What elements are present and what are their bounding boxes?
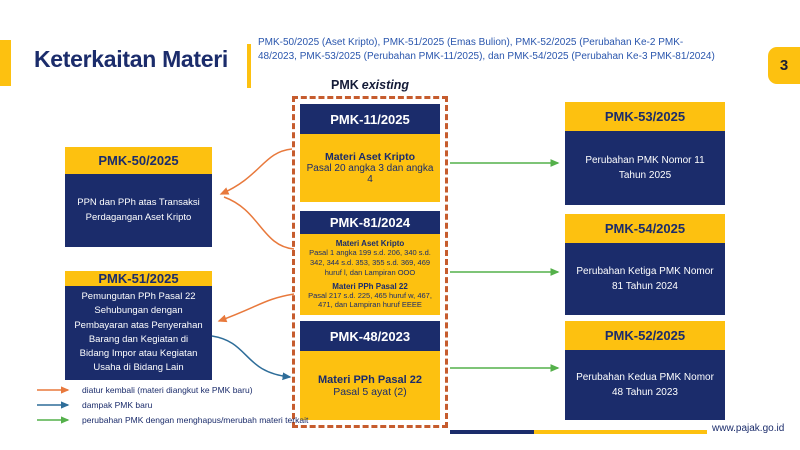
materi-heading: Materi PPh Pasal 22 [332, 281, 408, 291]
materi-heading: Materi Aset Kripto [324, 151, 416, 163]
box-pmk-50-2025: PMK-50/2025 PPN dan PPh atas Transaksi P… [65, 147, 212, 247]
pmk-box-header: PMK-53/2025 [565, 102, 725, 131]
legend-label: dampak PMK baru [82, 400, 153, 410]
materi-heading: Materi PPh Pasal 22 [318, 373, 422, 386]
materi-heading: Materi Aset Kripto [335, 239, 405, 249]
website-link[interactable]: www.pajak.go.id [712, 423, 785, 434]
orange-arrow-pmk81-to-pmk50 [223, 196, 295, 250]
pmk-box-body: Perubahan Kedua PMK Nomor 48 Tahun 2023 [565, 350, 725, 420]
pmk-box-header: PMK-48/2023 [300, 321, 440, 351]
materi-detail: Pasal 20 angka 3 dan angka 4 [306, 163, 434, 185]
title-divider [247, 44, 251, 88]
blue-arrow-icon [37, 401, 70, 409]
orange-arrow-pmk81-to-pmk51 [217, 293, 295, 323]
pmk-box-header: PMK-54/2025 [565, 214, 725, 243]
materi-section: Materi PPh Pasal 22 Pasal 5 ayat (2) [318, 374, 422, 398]
pmk-box-header: PMK-50/2025 [65, 147, 212, 174]
page-title: Keterkaitan Materi [34, 46, 229, 72]
pmk-box-body: PPN dan PPh atas Transaksi Perdagangan A… [65, 174, 212, 247]
existing-label-prefix: PMK [330, 78, 359, 92]
legend: diatur kembali (materi diangkut ke PMK b… [36, 385, 308, 425]
legend-label: diatur kembali (materi diangkut ke PMK b… [82, 385, 253, 395]
footer-line-navy [450, 430, 534, 434]
materi-detail: Pasal 1 angka 199 s.d. 206, 340 s.d. 342… [309, 248, 431, 277]
materi-section: Materi PPh Pasal 22 Pasal 217 s.d. 225, … [305, 282, 435, 311]
pmk-box-body: Materi PPh Pasal 22 Pasal 5 ayat (2) [300, 351, 440, 420]
orange-arrow-pmk11-to-pmk50 [219, 148, 293, 195]
pmk-box-body: Materi Aset Kripto Pasal 20 angka 3 dan … [300, 134, 440, 202]
materi-section: Materi Aset Kripto Pasal 20 angka 3 dan … [305, 151, 435, 185]
box-pmk-11-2025: PMK-11/2025 Materi Aset Kripto Pasal 20 … [300, 104, 440, 202]
left-accent-bar [0, 40, 11, 86]
legend-label: perubahan PMK dengan menghapus/merubah m… [82, 415, 309, 425]
materi-section: Materi Aset Kripto Pasal 1 angka 199 s.d… [305, 239, 435, 277]
materi-detail: Pasal 5 ayat (2) [333, 385, 407, 398]
page-number: 3 [779, 57, 789, 74]
pmk-box-header: PMK-81/2024 [300, 211, 440, 235]
legend-item-perubahan: perubahan PMK dengan menghapus/merubah m… [36, 415, 308, 425]
legend-item-diatur-kembali: diatur kembali (materi diangkut ke PMK b… [36, 385, 308, 395]
footer-line-yellow [534, 430, 707, 434]
green-arrow-icon [37, 416, 70, 424]
pmk-box-header: PMK-51/2025 [65, 271, 212, 286]
box-pmk-48-2023: PMK-48/2023 Materi PPh Pasal 22 Pasal 5 … [300, 321, 440, 420]
pmk-box-header: PMK-11/2025 [300, 104, 440, 134]
pmk-box-header: PMK-52/2025 [565, 321, 725, 350]
pmk-existing-dashed-group [292, 96, 448, 428]
orange-arrow-icon [37, 386, 70, 394]
legend-item-dampak: dampak PMK baru [36, 400, 308, 410]
pmk-box-body: Materi Aset Kripto Pasal 1 angka 199 s.d… [300, 234, 440, 315]
box-pmk-51-2025: PMK-51/2025 Pemungutan PPh Pasal 22 Sehu… [65, 271, 212, 380]
blue-arrow-pmk51-to-pmk48 [211, 335, 292, 381]
box-pmk-52-2025: PMK-52/2025 Perubahan Kedua PMK Nomor 48… [565, 321, 725, 420]
materi-detail: Pasal 217 s.d. 225, 465 huruf w, 467, 47… [308, 290, 432, 310]
box-pmk-53-2025: PMK-53/2025 Perubahan PMK Nomor 11 Tahun… [565, 102, 725, 205]
pmk-box-body: Perubahan Ketiga PMK Nomor 81 Tahun 2024 [565, 243, 725, 315]
page-number-badge: 3 [768, 47, 800, 84]
existing-label-italic: existing [361, 78, 410, 92]
pmk-box-body: Perubahan PMK Nomor 11 Tahun 2025 [565, 131, 725, 205]
pmk-box-body: Pemungutan PPh Pasal 22 Sehubungan denga… [65, 286, 212, 380]
box-pmk-54-2025: PMK-54/2025 Perubahan Ketiga PMK Nomor 8… [565, 214, 725, 315]
box-pmk-81-2024: PMK-81/2024 Materi Aset Kripto Pasal 1 a… [300, 211, 440, 315]
slide-subtitle: PMK-50/2025 (Aset Kripto), PMK-51/2025 (… [258, 37, 715, 62]
